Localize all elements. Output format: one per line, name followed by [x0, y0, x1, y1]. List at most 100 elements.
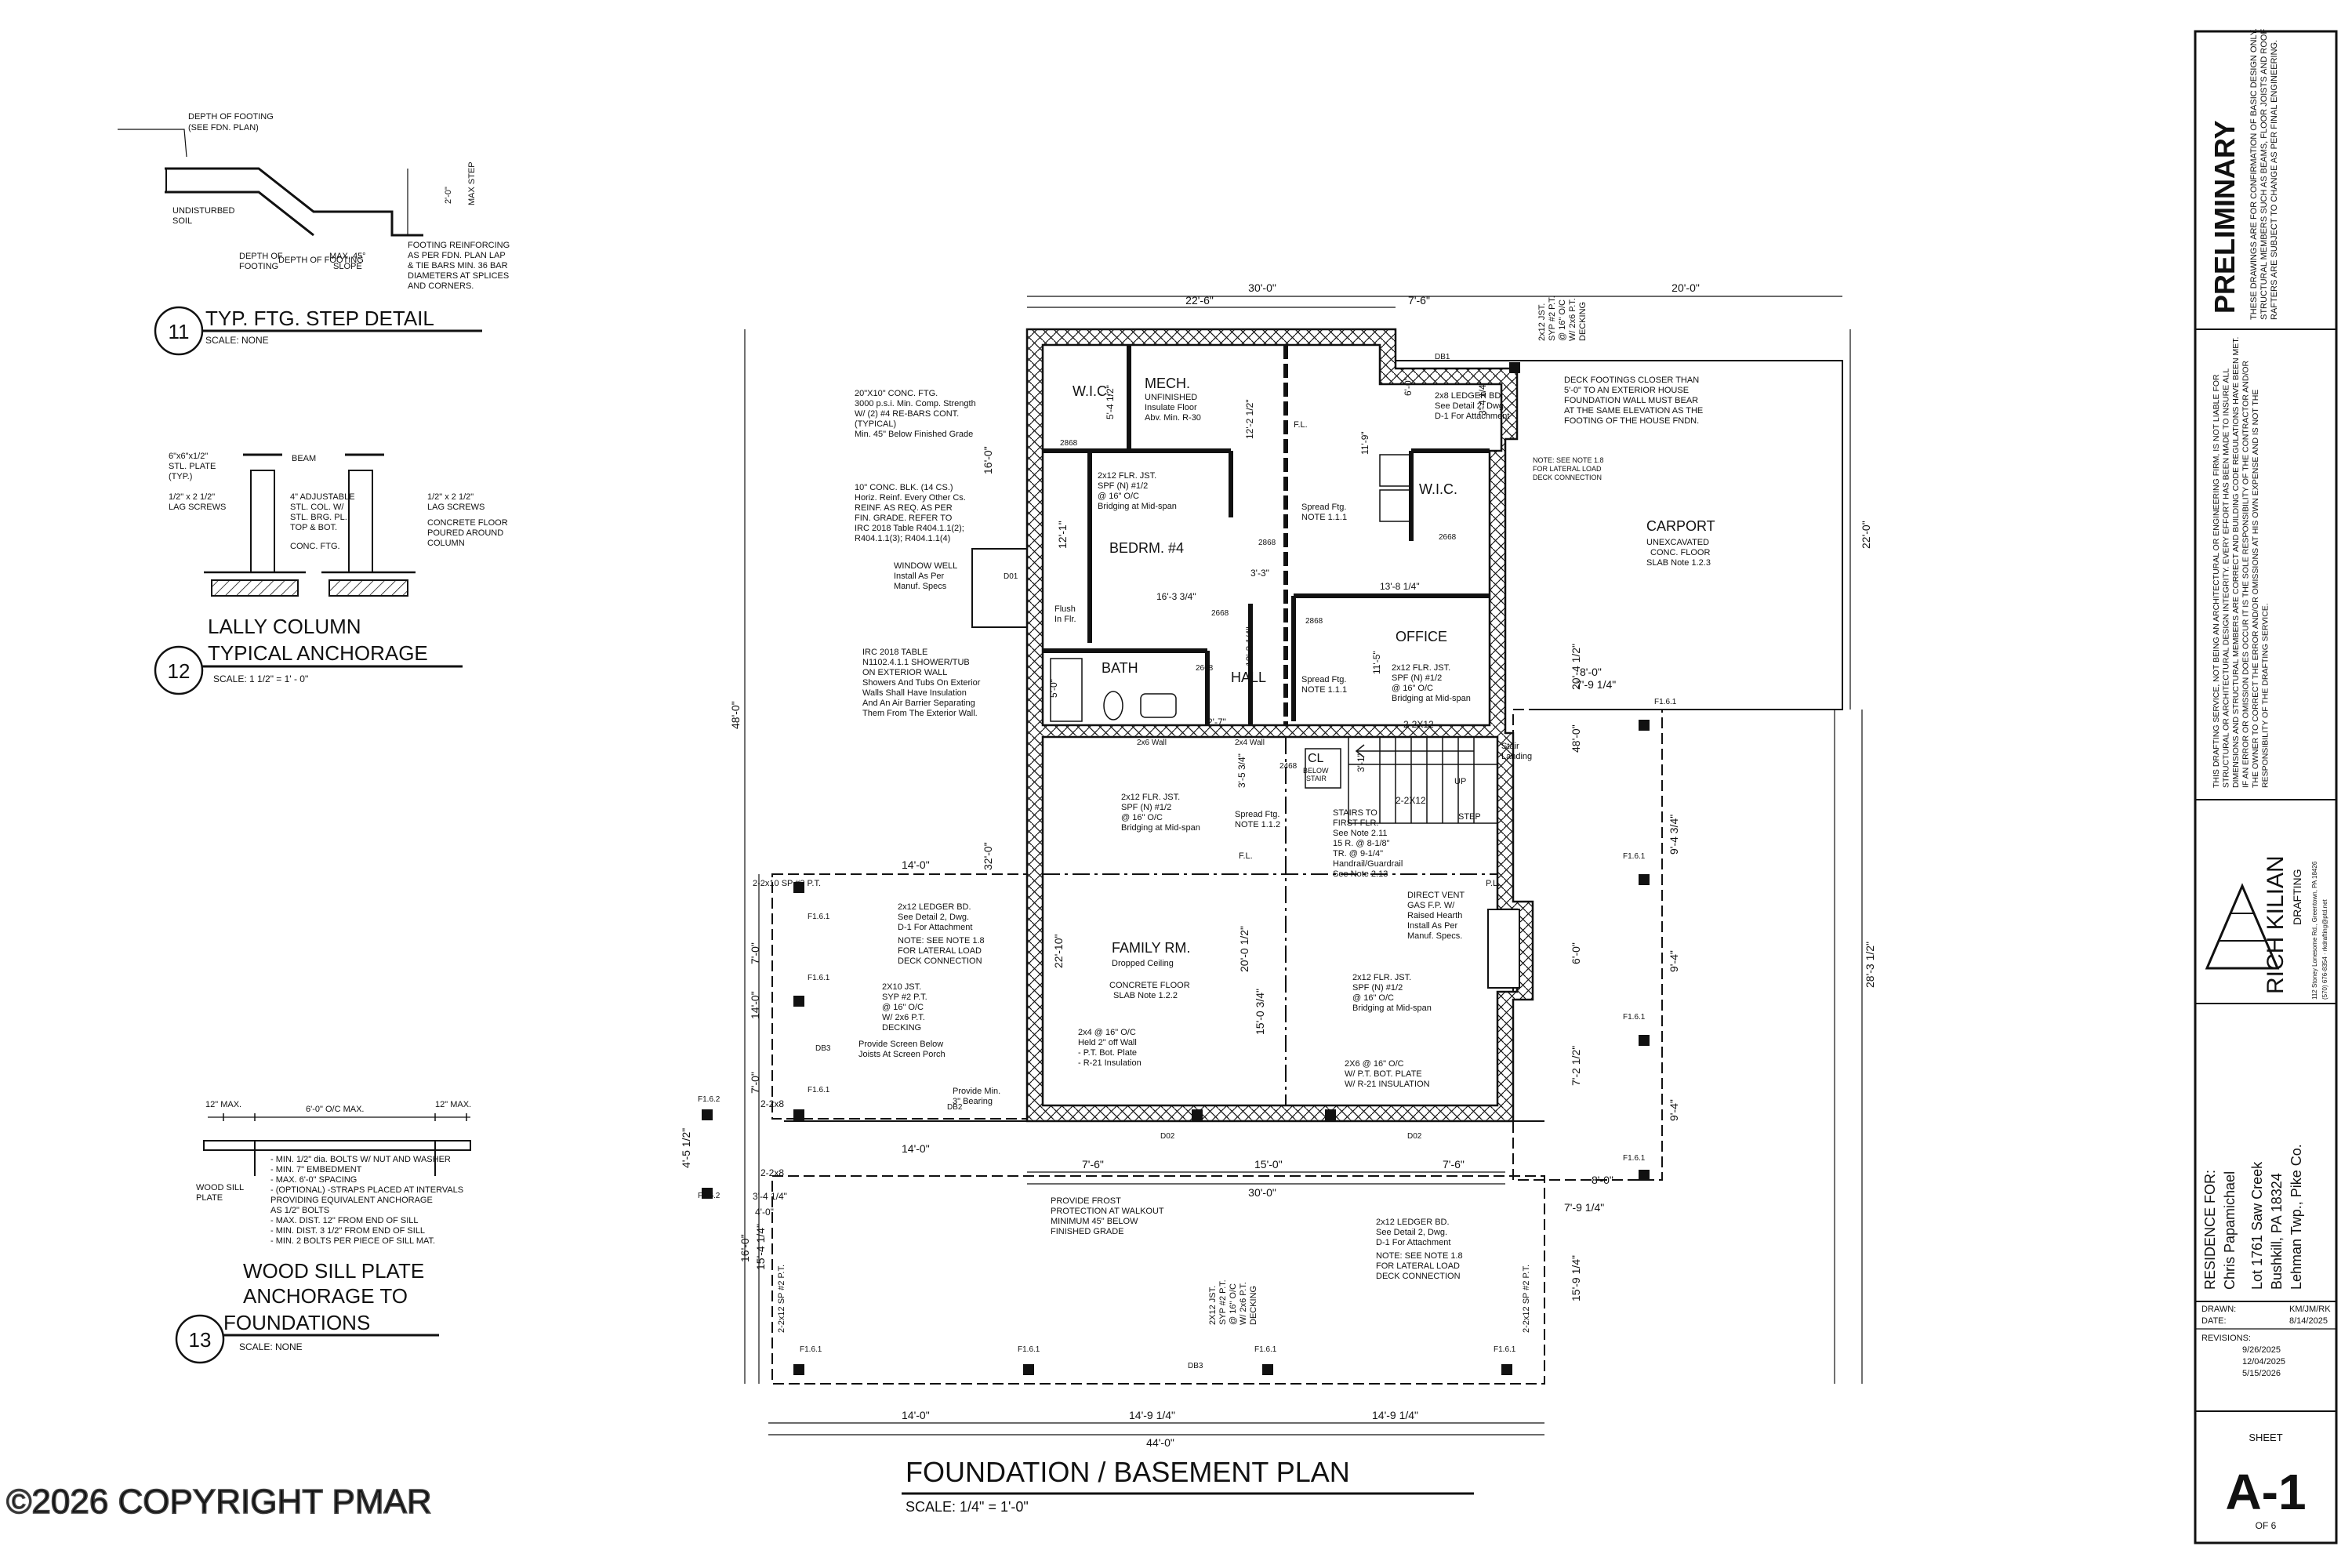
- note-footing: 3000 p.s.i. Min. Comp. Strength: [855, 399, 976, 408]
- d13-sill-label: WOOD SILL: [196, 1183, 244, 1192]
- room-note: UNEXCAVATED: [1646, 538, 1709, 547]
- footing-tag: F1.6.2: [698, 1095, 720, 1104]
- note-deck-joist: W/ 2x6 P.T.: [882, 1013, 925, 1022]
- d13-note: - MIN. 7" EMBEDMENT: [270, 1165, 362, 1174]
- text-line: STRUCTURAL MEMBERS SUCH AS BEAMS, FLOOR …: [2259, 29, 2269, 320]
- d11-note: SLOPE: [333, 262, 362, 271]
- d11-note: & TIE BARS MIN. 36 BAR: [408, 261, 508, 270]
- footing-tag: F1.6.1: [808, 1086, 830, 1094]
- dim: 3'-1": [1356, 753, 1367, 772]
- sink-icon: [1140, 693, 1177, 718]
- d13-number: 13: [189, 1328, 212, 1352]
- d12-note: STL. BRG. PL.: [290, 513, 347, 522]
- room-note: 2x12 FLR. JST.: [1392, 663, 1450, 673]
- room-note: BELOW: [1303, 767, 1329, 775]
- room-label: MECH.: [1145, 376, 1190, 391]
- dim: 32'-0": [982, 842, 994, 870]
- note-irc: And An Air Barrier Separating: [862, 699, 975, 708]
- footing-tag: F1.6.1: [1018, 1345, 1040, 1354]
- room-label: W.I.C.: [1073, 383, 1111, 399]
- copyright-watermark: ©2026 COPYRIGHT PMAR: [6, 1483, 432, 1521]
- note-wall-2x6: 2X6 @ 16" O/C: [1345, 1059, 1404, 1069]
- note-deck-joist: @ 16" O/C: [1229, 1283, 1238, 1325]
- dim: 12'-3 1/4": [1244, 626, 1255, 666]
- drawn-label: DRAWN:: [2201, 1305, 2236, 1314]
- note-spread: NOTE 1.1.1: [1301, 685, 1347, 695]
- dim: 14'-0": [749, 991, 761, 1019]
- dim: 8'-0": [1580, 666, 1602, 678]
- footing-tag: F1.6.1: [1254, 1345, 1277, 1354]
- note-18: NOTE: SEE NOTE 1.8: [1376, 1251, 1463, 1261]
- d13-note: - MIN. DIST. 3 1/2" FROM END OF SILL: [270, 1226, 425, 1236]
- footing-tag: F1.6.1: [808, 913, 830, 921]
- company-name: RICH KILIAN: [2263, 855, 2288, 994]
- room-label: HALL: [1231, 670, 1266, 685]
- footing-tag: F1.6.1: [1623, 852, 1646, 861]
- sheet-label: SHEET: [2249, 1432, 2282, 1443]
- dim: 2-2x8: [760, 1167, 784, 1178]
- dim: 6'-0": [1403, 377, 1414, 396]
- note-spread: Spread Ftg.: [1301, 675, 1346, 684]
- note-wall-2x4: 2x4 @ 16" O/C: [1078, 1028, 1136, 1037]
- note-joist-mid: @ 16" O/C: [1121, 813, 1163, 822]
- note-deck-joist: 2X10 JST.: [882, 982, 921, 992]
- note-deck-joist: DECKING: [1249, 1286, 1258, 1325]
- note-spread: Spread Ftg.: [1301, 503, 1346, 512]
- d12-note: COLUMN: [427, 539, 465, 548]
- note-ledger-left: D-1 For Attachment: [898, 923, 972, 932]
- note-stairs: See Note 2.11: [1333, 829, 1388, 838]
- dim: 12'-2 1/2": [1244, 399, 1255, 439]
- dim: 14'-9 1/4": [1372, 1409, 1418, 1421]
- note-block: REINF. AS REQ. AS PER: [855, 503, 953, 513]
- footing-tag: F1.6.1: [1494, 1345, 1516, 1354]
- note-deck-joist: SYP #2 P.T.: [882, 993, 927, 1002]
- note-footing: Min. 45" Below Finished Grade: [855, 430, 973, 439]
- stair-step: STEP: [1458, 812, 1481, 822]
- dim: 11'-9": [1359, 431, 1370, 455]
- project-address: Lot 1761 Saw Creek: [2249, 1161, 2265, 1290]
- d12-note: STL. COL. W/: [290, 503, 344, 512]
- note-joist-mid: 2x12 FLR. JST.: [1121, 793, 1180, 802]
- note-fireplace: Raised Hearth: [1407, 911, 1462, 920]
- d13-number-bubble: [175, 1314, 225, 1364]
- note-joist-right: @ 16" O/C: [1352, 993, 1394, 1003]
- dim: 14'-0": [902, 1142, 930, 1155]
- dim: 4'-5 1/2": [680, 1128, 692, 1168]
- svg-text:THIS DRAFTING SERVICE, NOT BEI: THIS DRAFTING SERVICE, NOT BEING AN ARCH…: [2212, 337, 2270, 788]
- stair-landing: Landing: [1501, 752, 1532, 761]
- client-name: Chris Papamichael: [2222, 1171, 2238, 1290]
- text-line: IF AN ERROR OR OMISSION DOES OCCUR IT IS…: [2241, 360, 2251, 788]
- text-line: THE OWNER TO CORRECT THE ERROR AND/OR OM…: [2251, 390, 2260, 788]
- note-block: Horiz. Reinf. Every Other Cs.: [855, 493, 966, 503]
- tag: DB1: [1435, 353, 1450, 361]
- note-frost: PROVIDE FROST: [1051, 1196, 1121, 1206]
- dim: 14'-0": [902, 858, 930, 871]
- tag: DB2: [947, 1103, 963, 1112]
- dim: 5'-0": [1048, 679, 1059, 698]
- company-logo: RICH KILIAN DRAFTING 112 Stoney Lonesome…: [2205, 855, 2328, 1000]
- door-tag: 2668: [1439, 533, 1457, 542]
- note-fl: F.L.: [1294, 420, 1308, 430]
- note-pl: P.L.: [1486, 879, 1500, 888]
- residence-for-label: RESIDENCE FOR:: [2202, 1170, 2218, 1290]
- dim: 14'-0": [902, 1409, 930, 1421]
- note-deck-joist: SYP #2 P.T.: [1548, 296, 1557, 341]
- note-flush: Flush: [1054, 604, 1076, 614]
- d13-note: AS 1/2" BOLTS: [270, 1206, 329, 1215]
- d12-note: TOP & BOT.: [290, 523, 337, 532]
- text-line: THESE DRAWINGS ARE FOR CONFIRMATION OF B…: [2249, 28, 2259, 320]
- note-beam: 2-2x12 SP #2 P.T.: [777, 1265, 786, 1333]
- text-line: STRUCTURAL OR ARCHITECTURAL DESIGN INTEG…: [2222, 368, 2231, 788]
- dim: 44'-0": [1146, 1436, 1174, 1449]
- door-tag: 2468: [1279, 762, 1298, 771]
- shower-icon: [1050, 658, 1083, 722]
- plan-scale: SCALE: 1/4" = 1'-0": [906, 1499, 1029, 1515]
- d12-title-1: LALLY COLUMN: [208, 615, 361, 638]
- d11-note: AND CORNERS.: [408, 281, 474, 291]
- door-tag: 2868: [1060, 439, 1078, 448]
- dim: 9'-4": [1668, 1099, 1680, 1121]
- note-joist-mid: SPF (N) #1/2: [1121, 803, 1171, 812]
- note-deck-joist: SYP #2 P.T.: [1218, 1279, 1228, 1325]
- note-wall-2x6: W/ P.T. BOT. PLATE: [1345, 1069, 1422, 1079]
- dim: 30'-0": [1248, 281, 1276, 294]
